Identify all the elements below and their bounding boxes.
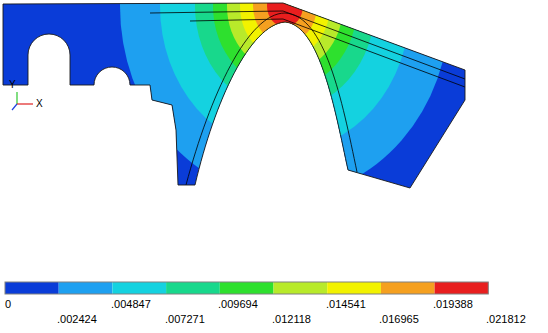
legend-value: .007271: [165, 314, 205, 325]
triad-x-axis: [17, 103, 33, 104]
legend-value: .016965: [379, 314, 419, 325]
color-bar-segment: [166, 282, 220, 294]
axis-label: Y: [9, 80, 16, 90]
legend-value: .019388: [433, 299, 473, 310]
band-cyan: [160, 0, 410, 151]
band-yellow: [240, 0, 330, 58]
legend-value: 0: [5, 299, 11, 310]
color-bar-segment: [381, 282, 435, 294]
color-bar-frame: [5, 282, 488, 294]
legend-value: .004847: [111, 299, 151, 310]
bridge-outline: [3, 3, 465, 188]
legend-value: .014541: [326, 299, 366, 310]
color-bar: [5, 282, 488, 294]
color-bar-segment: [435, 282, 489, 294]
axis-label: X: [36, 99, 43, 109]
color-bar-segment: [327, 282, 381, 294]
triad-y-axis: [16, 92, 17, 104]
band-yellow-green: [227, 0, 343, 72]
band-light-blue: [120, 0, 450, 196]
color-bar-segment: [112, 282, 166, 294]
legend-value: .009694: [218, 299, 258, 310]
legend-value: .021812: [486, 314, 526, 325]
color-bar-segment: [5, 282, 59, 294]
legend-value: .002424: [57, 314, 97, 325]
band-teal: [195, 0, 375, 110]
color-bar-segment: [274, 282, 328, 294]
color-bar-segment: [220, 282, 274, 294]
deck-line: [190, 19, 465, 87]
legend-value: .012118: [272, 314, 311, 325]
axis-triad: [12, 92, 33, 110]
color-bar-segment: [59, 282, 113, 294]
triad-z-axis: [12, 104, 17, 110]
band-orange: [253, 0, 317, 43]
